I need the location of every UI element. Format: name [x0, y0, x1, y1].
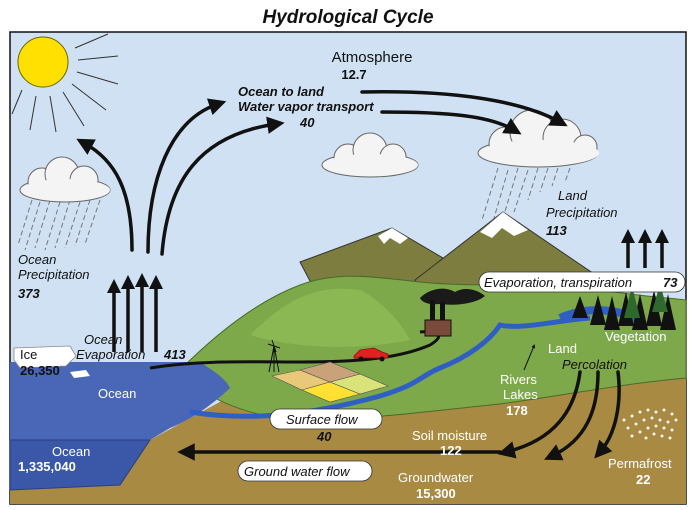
groundwater-flow-pill: [237, 460, 373, 482]
permafrost-label-group: Permafrost 22: [608, 456, 672, 487]
sun-icon: [11, 33, 119, 133]
soil-moisture-label: Soil moisture: [412, 428, 487, 443]
atmosphere-label: Atmosphere: [332, 49, 413, 66]
ice-floe: [13, 345, 90, 378]
rivers-lakes-value: 178: [506, 403, 528, 418]
ocean-storage-label: Ocean: [52, 444, 90, 459]
vapor-transport-value: 40: [299, 115, 315, 130]
ocean-evaporation-arrows: [107, 273, 163, 352]
percolation-arrow-middle: [544, 370, 600, 461]
ocean-surface-water: [10, 362, 230, 440]
transport-lower-arrow: [380, 110, 522, 135]
groundwater-flow-label-group: Ground water flow: [237, 460, 373, 482]
vapor-upper-arrow: [146, 98, 227, 254]
surface-flow-label-group: Surface flow 40: [269, 408, 383, 444]
vapor-transport-label-group: Ocean to land Water vapor transport 40: [238, 84, 374, 130]
rivers-pointer: [523, 344, 536, 371]
road: [149, 330, 441, 370]
groundwater-label: Groundwater: [398, 470, 474, 485]
ocean-evaporation-line1: Ocean: [84, 332, 122, 347]
land-precipitation-value: 113: [546, 223, 567, 238]
farm-fields: [271, 361, 389, 403]
land-evaporation-arrows: [621, 229, 669, 268]
forest: [572, 284, 676, 330]
windmill-icon: [267, 339, 281, 373]
surface-flow-pill: [269, 408, 383, 430]
deep-ocean-water: [9, 439, 151, 491]
surface-flow-value: 40: [316, 429, 332, 444]
ocean-evaporation-line2: Evaporation: [76, 347, 145, 362]
vegetation-label: Vegetation: [605, 329, 666, 344]
ocean-rain-cloud: [17, 156, 111, 251]
factory-icon: [420, 288, 485, 337]
atmosphere-label-group: Atmosphere 12.7: [332, 49, 413, 82]
ocean-evaporation-label-group: Ocean Evaporation 413: [76, 332, 186, 362]
ocean-surface-label: Ocean: [98, 386, 136, 401]
vapor-lower-arrow: [160, 116, 285, 256]
ocean-precipitation-arrow: [76, 138, 134, 252]
green-hill: [250, 288, 410, 347]
ocean-storage-label-group: Ocean 1,335,040: [18, 444, 90, 474]
land-percolation-line1: Land: [548, 341, 577, 356]
land-percolation-label-group: Land Percolation: [548, 341, 627, 372]
rivers-lakes-line2: Lakes: [503, 387, 538, 402]
evapotranspiration-label-group: Evaporation, transpiration 73: [478, 271, 686, 293]
transport-upper-arrow: [360, 90, 568, 127]
ocean-precipitation-label-group: Ocean Precipitation 373: [18, 252, 90, 301]
land-precipitation-line2: Precipitation: [546, 205, 618, 220]
percolation-arrow-left: [497, 370, 582, 459]
rivers-lakes-label-group: Rivers Lakes 178: [500, 372, 538, 418]
evapotranspiration-label: Evaporation, transpiration: [484, 275, 632, 290]
surface-flow-label: Surface flow: [286, 412, 359, 427]
ice-label: Ice: [20, 347, 37, 362]
rivers-lakes-line1: Rivers: [500, 372, 537, 387]
ocean-storage-value: 1,335,040: [18, 459, 76, 474]
evapotranspiration-pill: [478, 271, 686, 293]
vapor-transport-line1: Ocean to land: [238, 84, 325, 99]
ocean-precipitation-line2: Precipitation: [18, 267, 90, 282]
ocean-precipitation-line1: Ocean: [18, 252, 56, 267]
permafrost-dots: [622, 408, 678, 440]
soil-moisture-value: 122: [440, 443, 462, 458]
soil-moisture-label-group: Soil moisture 122: [412, 428, 487, 458]
diagram-title: Hydrological Cycle: [262, 7, 433, 28]
land-precipitation-label-group: Land Precipitation 113: [546, 188, 618, 238]
ocean-evaporation-value: 413: [163, 347, 186, 362]
atmosphere-value: 12.7: [341, 67, 366, 82]
groundwater-flow-label: Ground water flow: [244, 464, 351, 479]
permafrost-value: 22: [636, 472, 650, 487]
ice-label-group: Ice 26,350: [20, 347, 60, 378]
ice-value: 26,350: [20, 363, 60, 378]
evapotranspiration-value: 73: [663, 275, 678, 290]
ocean-precipitation-value: 373: [18, 286, 40, 301]
vapor-transport-line2: Water vapor transport: [238, 99, 374, 114]
land-precipitation-line1: Land: [558, 188, 588, 203]
car-icon: [353, 347, 389, 362]
land-percolation-line2: Percolation: [562, 357, 627, 372]
middle-cloud: [321, 132, 419, 178]
groundwater-value: 15,300: [416, 486, 456, 501]
groundwater-label-group: Groundwater 15,300: [398, 470, 474, 501]
permafrost-label: Permafrost: [608, 456, 672, 471]
percolation-arrow-right: [594, 370, 621, 459]
